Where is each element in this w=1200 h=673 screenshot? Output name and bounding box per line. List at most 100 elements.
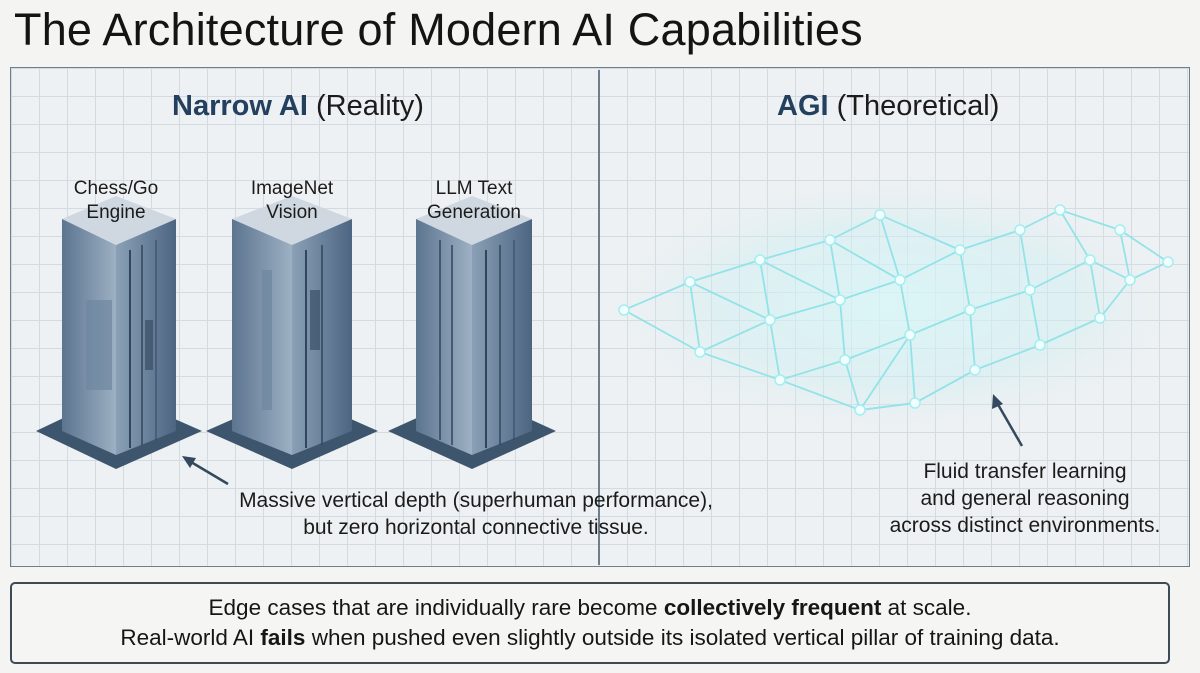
network-edge — [829, 214, 881, 241]
network-edge — [1029, 289, 1041, 346]
network-edge — [699, 351, 781, 381]
network-node — [839, 354, 851, 366]
network-edge — [959, 249, 971, 311]
pillar-label-line: Generation — [426, 202, 521, 223]
network-edge — [1129, 261, 1169, 281]
page-title: The Architecture of Modern AI Capabiliti… — [14, 4, 863, 55]
network-node — [1014, 224, 1026, 236]
network-edge — [844, 359, 861, 411]
network-edge — [759, 259, 841, 301]
network-edge — [759, 259, 771, 321]
network-node — [834, 294, 846, 306]
network-edge — [859, 402, 916, 411]
network-edge — [689, 281, 771, 321]
agi-caption-line: and general reasoning — [920, 487, 1130, 510]
agi-heading-rest: (Theoretical) — [836, 90, 1000, 122]
network-edge — [623, 281, 691, 311]
narrow-ai-heading: Narrow AI (Reality) — [172, 90, 424, 123]
footer-line-2: Real-world AI fails when pushed even sli… — [120, 623, 1059, 653]
pillar-label-imagenet: ImageNet Vision — [222, 177, 362, 225]
network-node — [964, 304, 976, 316]
network-node — [1054, 204, 1066, 216]
network-node — [694, 346, 706, 358]
narrow-ai-heading-rest: (Reality) — [315, 90, 424, 122]
pillar-label-line: Vision — [266, 202, 318, 223]
footer-text: at scale. — [887, 595, 972, 620]
network-edge — [899, 279, 911, 336]
network-edge — [959, 229, 1021, 251]
network-node — [909, 397, 921, 409]
network-edge — [969, 289, 1031, 311]
network-edge — [879, 214, 901, 281]
network-edge — [909, 334, 916, 404]
network-edge — [1019, 229, 1031, 291]
agi-arrow — [992, 394, 1024, 447]
network-edge — [1119, 229, 1169, 263]
agi-network — [595, 170, 1195, 440]
pillar-imagenet — [206, 196, 378, 469]
network-edge — [1019, 209, 1061, 231]
pillar-chess-go — [36, 196, 202, 469]
network-edge — [859, 334, 911, 411]
network-edge — [909, 309, 971, 336]
footer-line-1: Edge cases that are individually rare be… — [209, 593, 972, 623]
network-node — [969, 364, 981, 376]
agi-heading: AGI (Theoretical) — [777, 90, 999, 123]
narrow-ai-arrow — [182, 456, 229, 486]
agi-caption-line: across distinct environments. — [889, 514, 1161, 537]
network-edge — [829, 239, 901, 281]
network-edge — [623, 309, 701, 353]
network-node — [618, 304, 630, 316]
network-node — [824, 234, 836, 246]
network-edge — [689, 281, 701, 353]
network-edge — [839, 279, 901, 301]
network-edge — [1089, 259, 1131, 281]
network-edge — [1059, 209, 1091, 261]
footer-text: Edge cases that are individually rare be… — [208, 595, 658, 620]
network-edge — [844, 334, 911, 361]
pillar-label-line: Engine — [86, 202, 146, 223]
footer-callout: Edge cases that are individually rare be… — [10, 582, 1170, 664]
agi-heading-bold: AGI — [777, 90, 829, 122]
network-node — [774, 374, 786, 386]
network-node — [854, 404, 866, 416]
network-edge — [1039, 317, 1101, 346]
footer-emphasis: fails — [260, 625, 306, 650]
network-edge — [899, 249, 961, 281]
network-edge — [1089, 259, 1101, 319]
network-node — [1024, 284, 1036, 296]
pillar-label-line: LLM Text — [435, 178, 513, 199]
network-node — [874, 209, 886, 221]
network-node — [1034, 339, 1046, 351]
network-edge — [779, 379, 861, 411]
network-edge — [759, 239, 831, 261]
network-node — [684, 276, 696, 288]
narrow-ai-caption-line: Massive vertical depth (superhuman perfo… — [239, 489, 713, 512]
pillar-label-chess-go: Chess/Go Engine — [46, 177, 186, 225]
network-edge — [969, 309, 976, 371]
network-edge — [689, 259, 761, 283]
network-node — [954, 244, 966, 256]
network-edge — [839, 299, 846, 361]
network-edge — [769, 299, 841, 321]
network-node — [894, 274, 906, 286]
agi-caption-line: Fluid transfer learning — [923, 460, 1127, 483]
network-node — [1114, 224, 1126, 236]
network-node — [1124, 274, 1136, 286]
network-node — [754, 254, 766, 266]
network-edge — [1059, 209, 1121, 231]
agi-caption: Fluid transfer learning and general reas… — [870, 458, 1180, 539]
network-edge — [829, 239, 841, 301]
network-node — [1084, 254, 1096, 266]
pillar-label-llm: LLM Text Generation — [404, 177, 544, 225]
footer-text: when pushed even slightly outside its is… — [311, 625, 1060, 650]
network-edge — [879, 214, 961, 251]
network-edge — [1029, 259, 1091, 291]
network-node — [904, 329, 916, 341]
footer-emphasis: collectively frequent — [663, 595, 882, 620]
network-edge — [699, 319, 771, 353]
narrow-ai-caption: Massive vertical depth (superhuman perfo… — [196, 487, 756, 541]
network-edge — [1099, 279, 1131, 319]
pillar-label-line: Chess/Go — [73, 178, 159, 199]
